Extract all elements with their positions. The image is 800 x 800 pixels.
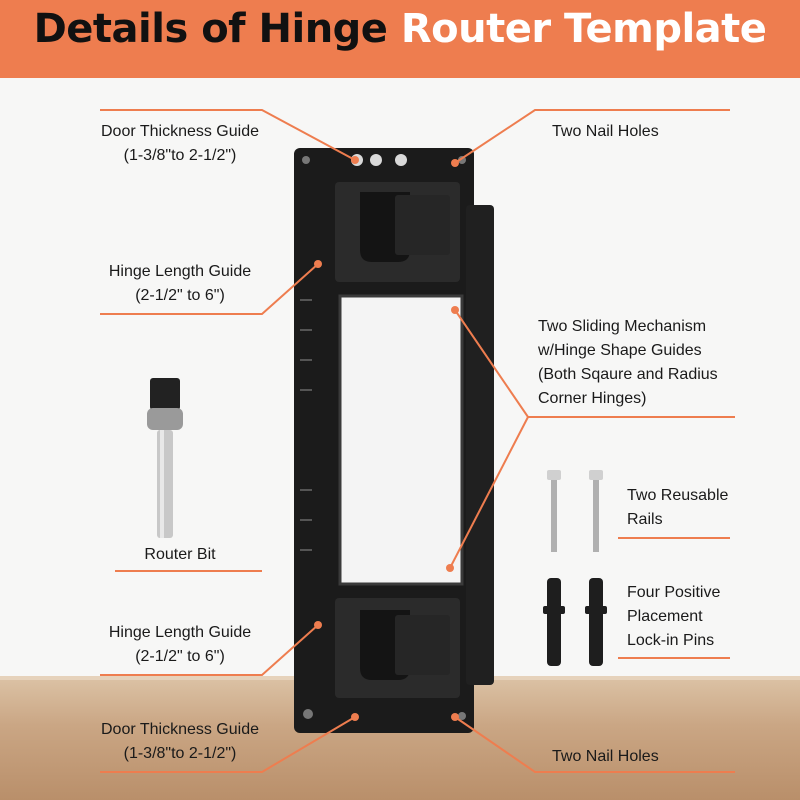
callout-lines <box>100 109 735 773</box>
label-line: w/Hinge Shape Guides <box>538 342 702 359</box>
router-template <box>294 148 494 733</box>
label-nail-holes-bottom: Two Nail Holes <box>552 748 659 765</box>
label-line: Four Positive <box>627 584 721 601</box>
label-line: Rails <box>627 511 663 528</box>
label-sliding-mechanism: Two Sliding Mechanism w/Hinge Shape Guid… <box>538 315 758 411</box>
title-part-2: Router Template <box>400 6 767 52</box>
page-title: Details of Hinge Router Template <box>0 6 800 52</box>
label-line: (1-3/8"to 2-1/2") <box>123 745 237 762</box>
title-banner <box>0 0 800 78</box>
label-line: Hinge Length Guide <box>108 263 252 280</box>
label-line: Two Reusable <box>627 487 729 504</box>
label-line: Door Thickness Guide <box>101 721 259 738</box>
label-line: (1-3/8"to 2-1/2") <box>123 147 237 164</box>
label-line: (2-1/2" to 6") <box>135 287 225 304</box>
label-line: Lock-in Pins <box>627 632 715 649</box>
label-line: Door Thickness Guide <box>101 123 259 140</box>
label-line: Corner Hinges) <box>538 390 647 407</box>
label-door-thickness-bottom: Door Thickness Guide (1-3/8"to 2-1/2") <box>80 718 280 766</box>
router-bit <box>147 378 183 538</box>
label-line: (2-1/2" to 6") <box>135 648 225 665</box>
label-reusable-rails: Two Reusable Rails <box>627 484 767 532</box>
label-line: Two Sliding Mechanism <box>538 318 707 335</box>
lock-in-pins <box>543 578 607 666</box>
label-router-bit: Router Bit <box>144 546 216 563</box>
label-nail-holes-top: Two Nail Holes <box>552 123 659 140</box>
label-lock-in-pins: Four Positive Placement Lock-in Pins <box>627 581 767 653</box>
label-line: Placement <box>627 608 703 625</box>
label-door-thickness-top: Door Thickness Guide (1-3/8"to 2-1/2") <box>80 120 280 168</box>
label-hinge-length-bottom: Hinge Length Guide (2-1/2" to 6") <box>80 621 280 669</box>
reusable-rails <box>547 470 603 552</box>
label-line: Hinge Length Guide <box>108 624 252 641</box>
title-part-1: Details of Hinge <box>33 6 388 52</box>
label-hinge-length-top: Hinge Length Guide (2-1/2" to 6") <box>80 260 280 308</box>
label-line: (Both Sqaure and Radius <box>538 366 718 383</box>
